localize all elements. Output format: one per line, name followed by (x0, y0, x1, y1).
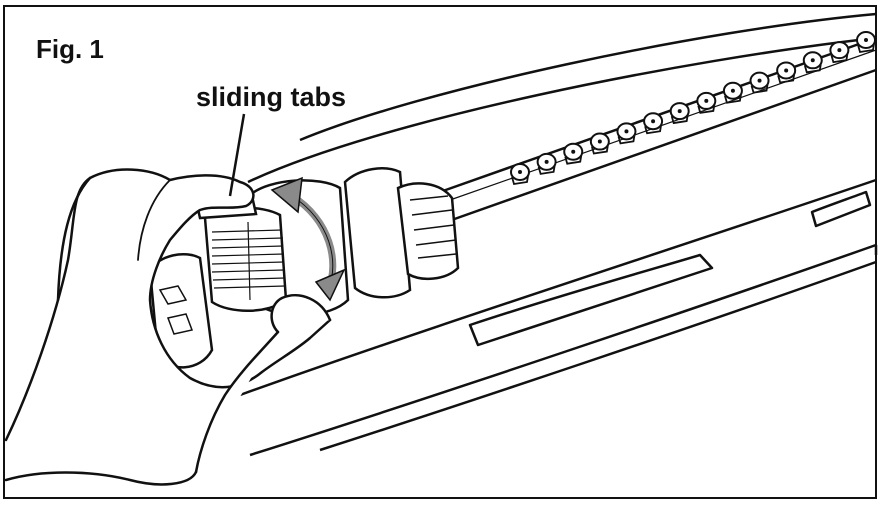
nozzle (856, 31, 876, 54)
nozzle (510, 163, 530, 186)
nozzle (829, 41, 850, 64)
nozzle (776, 61, 797, 84)
nozzle (749, 71, 770, 94)
figure-label: Fig. 1 (36, 34, 104, 64)
arrow-head-down (314, 268, 346, 302)
nozzle (722, 81, 743, 104)
nozzle-row (510, 31, 876, 186)
sliding-tabs-callout: sliding tabs (196, 82, 347, 112)
nozzle (536, 152, 557, 175)
nozzle (643, 112, 664, 135)
arrow-head-up (270, 176, 303, 214)
sprinkler-base (239, 12, 878, 457)
dial-ridges (211, 221, 286, 301)
nozzle (696, 91, 717, 114)
nozzle (669, 102, 690, 125)
nozzle (802, 51, 823, 74)
tube-collar (343, 167, 460, 299)
nozzle (563, 142, 584, 165)
nozzle (589, 132, 610, 155)
hand (4, 168, 332, 486)
callout-leader-line (228, 113, 246, 197)
nozzle (616, 122, 637, 145)
rotation-arrow (270, 176, 346, 302)
